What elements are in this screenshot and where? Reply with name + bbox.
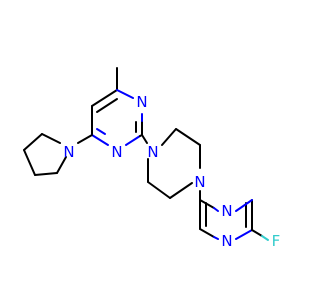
atom-n-pyrimidine-3: N [111, 143, 122, 161]
bond-pyr-2 [23, 133, 43, 151]
bond-fp-4 [235, 229, 253, 240]
bond-pyr-3 [23, 149, 36, 176]
bond-pyr-5 [56, 156, 67, 174]
bond-fp-3 [199, 228, 215, 238]
bond-pip-5 [147, 181, 171, 199]
bond-pip-2 [175, 128, 201, 146]
atom-n-fluoropyrimidine-1: N [221, 202, 232, 220]
bond-fp-3n [213, 236, 219, 240]
bond-pyr-1 [41, 133, 61, 144]
bond-c4-n3-double [96, 128, 106, 135]
bond-c4-npyr [77, 134, 93, 144]
bond-n3-c2 [125, 135, 141, 146]
atom-labels: N N N N N N N F [63, 93, 280, 250]
bond-c-f [251, 229, 263, 237]
bond-fp-1n [213, 207, 219, 212]
bond-c6-c5 [91, 89, 118, 107]
atom-n-piperazine-1: N [147, 143, 158, 161]
atom-n-fluoropyrimidine-3: N [221, 232, 232, 250]
bond-c6-c5-double [96, 98, 118, 113]
bond-pyr-4 [34, 172, 58, 176]
bond-pip-1 [161, 128, 177, 146]
bond-c-f-end [261, 235, 269, 241]
bond-n1-c6 [116, 89, 134, 99]
atom-n-pyrrolidine: N [63, 143, 74, 161]
bond-c2-npip [141, 134, 148, 144]
atom-n-piperazine-4: N [194, 173, 205, 191]
bond-pip-4 [169, 182, 193, 199]
bonds [23, 67, 269, 241]
molecule-diagram: N N N N N N N F [0, 0, 300, 300]
bond-fp-6 [235, 199, 253, 212]
atom-fluorine: F [272, 232, 281, 250]
bond-c4-n3 [91, 134, 109, 146]
atom-n-pyrimidine-1: N [136, 93, 147, 111]
background [0, 0, 300, 300]
